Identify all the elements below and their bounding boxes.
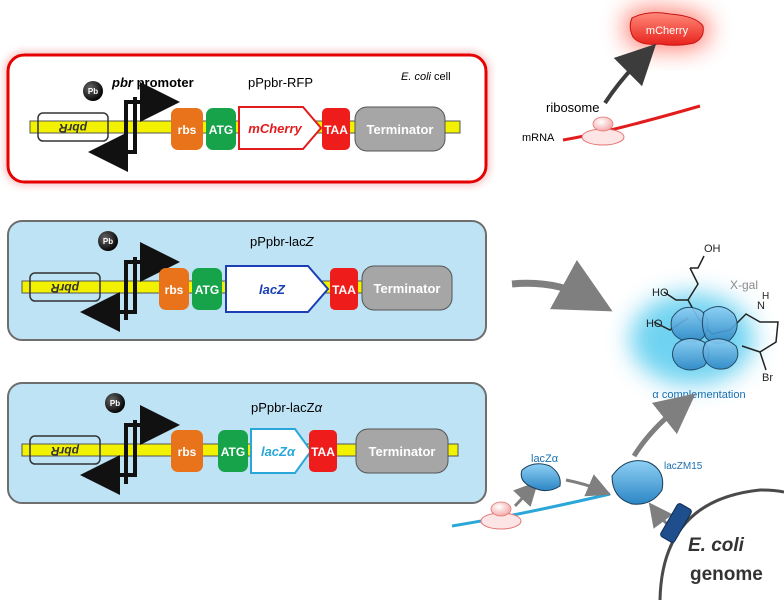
translation-arrow bbox=[513, 481, 539, 508]
cell-label: E. coli cell bbox=[401, 71, 451, 83]
genome-label: genome bbox=[690, 564, 763, 585]
rbs-block bbox=[171, 108, 203, 150]
lacz-gene-label: lacZ bbox=[259, 282, 286, 297]
bgal-subunit bbox=[672, 338, 710, 371]
mrna-label: mRNA bbox=[522, 132, 555, 144]
ho-label: HO bbox=[652, 287, 669, 299]
translation-arrow bbox=[603, 43, 657, 105]
rbs-label: rbs bbox=[178, 123, 197, 137]
rfp-expression: mCherry ribosome mRNA bbox=[522, 8, 709, 146]
complementation-arrow bbox=[631, 393, 696, 458]
pbrr-label: pbrR bbox=[51, 281, 80, 295]
lacz-to-xgal-arrow bbox=[511, 260, 613, 312]
rbs-label: rbs bbox=[178, 445, 197, 459]
xgal-complex: OH HO HO X-gal N H Br α complementation bbox=[630, 243, 779, 401]
genome-circle bbox=[658, 488, 784, 601]
plasmid-name-rfp: pPpbr-RFP bbox=[248, 75, 313, 90]
pbrr-gene bbox=[29, 435, 101, 465]
pb-label: Pb bbox=[103, 237, 113, 246]
promoter-label: pbr promoter bbox=[111, 75, 194, 90]
ecoli-label: E. coli bbox=[688, 535, 745, 556]
plasmid-name-laczalpha: pPpbr-lacZα bbox=[251, 400, 323, 415]
pb-ion-icon bbox=[83, 81, 103, 101]
promoter-reverse-arrow bbox=[80, 420, 137, 495]
rbs-block bbox=[171, 430, 203, 472]
pb-ion-icon bbox=[98, 231, 118, 251]
panel-rfp: E. coli cell Pb pbr promoter pPpbr-RFP p… bbox=[6, 53, 488, 184]
laczalpha-protein-label: lacZα bbox=[531, 453, 559, 465]
promoter-reverse-arrow bbox=[80, 257, 137, 332]
atg-block bbox=[192, 268, 222, 310]
ribosome-small-subunit bbox=[592, 116, 614, 132]
panel-lacz: Pb pPpbr-lacZ pbrR rbs ATG lacZ TAA Term… bbox=[7, 220, 487, 341]
atg-label: ATG bbox=[195, 283, 219, 297]
laczm15-protein bbox=[611, 460, 664, 505]
lacz-gene bbox=[225, 265, 330, 313]
laczm15-label: lacZM15 bbox=[664, 461, 703, 472]
atg-label: ATG bbox=[221, 445, 245, 459]
xgal-bond bbox=[663, 291, 688, 301]
nh-label: N bbox=[757, 300, 765, 312]
laczalpha-mrna bbox=[451, 492, 611, 528]
ribosome-small-subunit bbox=[490, 501, 512, 517]
atg-block bbox=[218, 430, 248, 472]
stop-codon-block bbox=[309, 430, 337, 472]
alpha-complementation-label: α complementation bbox=[652, 389, 745, 401]
atg-block bbox=[206, 108, 236, 150]
ribosome-label: ribosome bbox=[546, 100, 599, 115]
bgal-subunit bbox=[701, 306, 738, 344]
mcherry-gene-label: mCherry bbox=[248, 121, 302, 136]
mcherry-protein bbox=[629, 12, 704, 46]
panel-laczalpha: Pb pPpbr-lacZα pbrR rbs ATG lacZα TAA Te… bbox=[7, 382, 487, 504]
rbs-label: rbs bbox=[165, 283, 184, 297]
pbrr-label: pbrR bbox=[59, 121, 88, 135]
stop-codon-label: TAA bbox=[332, 283, 356, 297]
pb-label: Pb bbox=[88, 87, 98, 96]
atg-label: ATG bbox=[209, 123, 233, 137]
terminator-block bbox=[361, 265, 453, 311]
terminator-label: Terminator bbox=[369, 444, 436, 459]
plasmid-name-lacz: pPpbr-lacZ bbox=[250, 234, 315, 249]
bgal-subunit bbox=[702, 338, 739, 370]
stop-codon-block bbox=[330, 268, 358, 310]
br-label: Br bbox=[762, 372, 773, 384]
ecoli-genome: E. coli genome bbox=[658, 488, 784, 601]
stop-codon-label: TAA bbox=[311, 445, 335, 459]
ho-label: HO bbox=[646, 318, 663, 330]
stop-codon-block bbox=[322, 108, 350, 150]
laczalpha-protein bbox=[520, 463, 561, 492]
pbrr-gene bbox=[37, 112, 109, 142]
pbrr-label: pbrR bbox=[51, 444, 80, 458]
laczalpha-expression: lacZα lacZM15 bbox=[451, 393, 703, 530]
promoter-reverse-arrow bbox=[88, 97, 137, 172]
terminator-block bbox=[354, 106, 446, 152]
xgal-label: X-gal bbox=[730, 278, 758, 292]
xgal-bond bbox=[759, 351, 767, 371]
rbs-block bbox=[159, 268, 189, 310]
laczalpha-gene bbox=[250, 428, 313, 474]
mcherry-protein-label: mCherry bbox=[646, 25, 689, 37]
pbrr-gene bbox=[29, 272, 101, 302]
promoter-forward-arrow bbox=[124, 405, 180, 484]
pb-label: Pb bbox=[110, 399, 120, 408]
promoter-forward-arrow bbox=[124, 242, 180, 320]
mrna-strand bbox=[562, 104, 701, 142]
xgal-skeleton bbox=[687, 267, 779, 353]
laczm15-locus bbox=[660, 503, 692, 543]
oh-label: OH bbox=[704, 243, 721, 255]
laczalpha-gene-label: lacZα bbox=[261, 444, 296, 459]
terminator-label: Terminator bbox=[367, 122, 434, 137]
terminator-label: Terminator bbox=[374, 281, 441, 296]
xgal-bond bbox=[690, 255, 705, 269]
h-label: H bbox=[762, 291, 769, 302]
mcherry-gene bbox=[238, 106, 323, 150]
stop-codon-label: TAA bbox=[324, 123, 348, 137]
pb-ion-icon bbox=[105, 393, 125, 413]
terminator-block bbox=[355, 428, 449, 474]
assembly-arrow bbox=[565, 474, 612, 497]
